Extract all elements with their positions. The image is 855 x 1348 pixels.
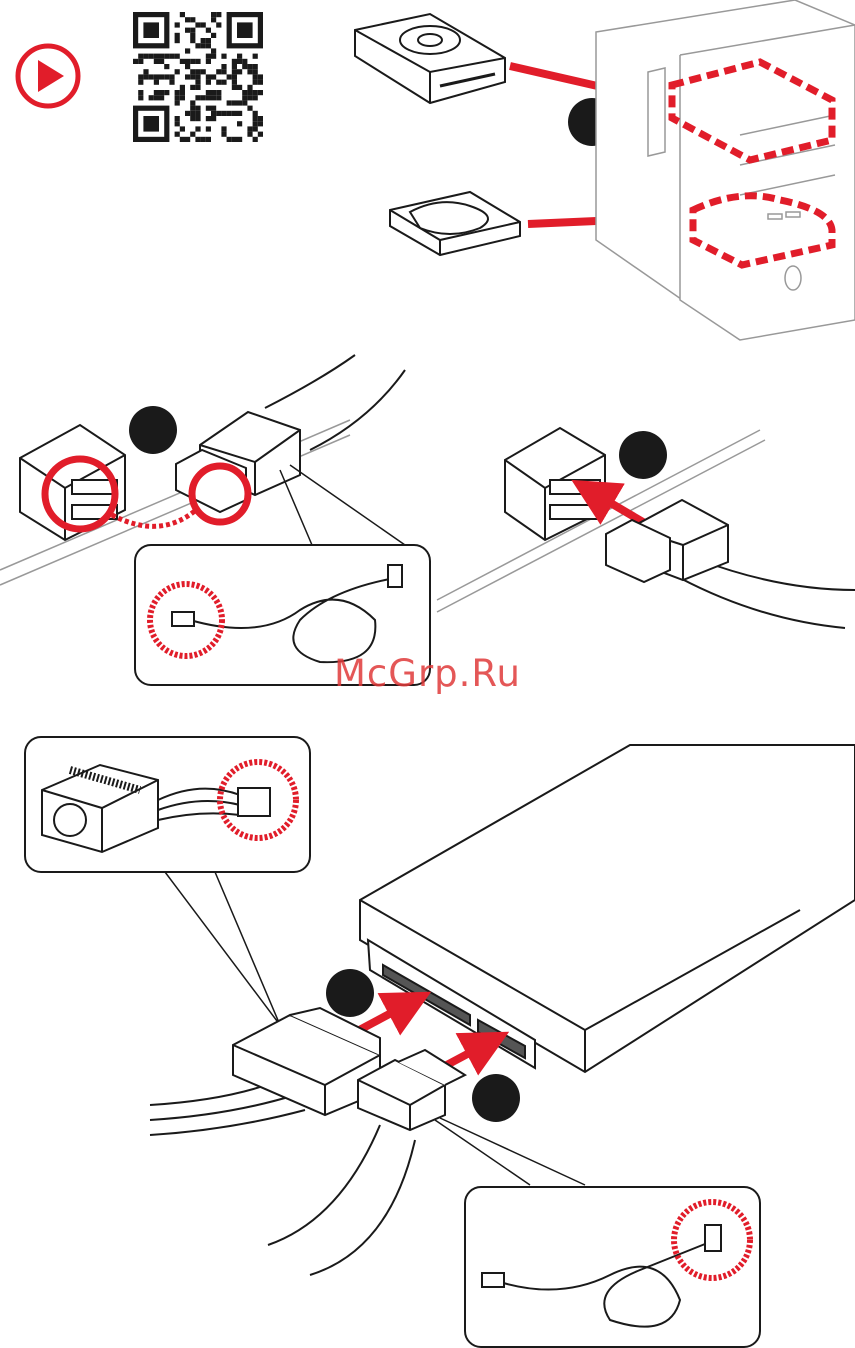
step-marker-4 <box>326 969 374 1017</box>
drive-bottom <box>360 745 855 1072</box>
sata-cable-connector-left <box>176 355 405 512</box>
callout-psu <box>25 737 310 1025</box>
step-marker-2 <box>129 406 177 454</box>
callout-sata-cable-bottom <box>435 1118 760 1347</box>
hard-drive <box>390 192 520 255</box>
step-marker-5 <box>472 1074 520 1122</box>
sata-power-connector <box>150 1008 380 1135</box>
sata-port-block-right <box>505 428 605 540</box>
highlight-link-left <box>112 510 196 526</box>
step-marker-3 <box>619 431 667 479</box>
play-circle-icon[interactable] <box>18 46 78 106</box>
watermark-text: McGrp.Ru <box>334 652 521 695</box>
optical-drive <box>355 14 505 103</box>
qr-code-icon[interactable] <box>133 12 263 142</box>
pc-case <box>596 0 855 340</box>
